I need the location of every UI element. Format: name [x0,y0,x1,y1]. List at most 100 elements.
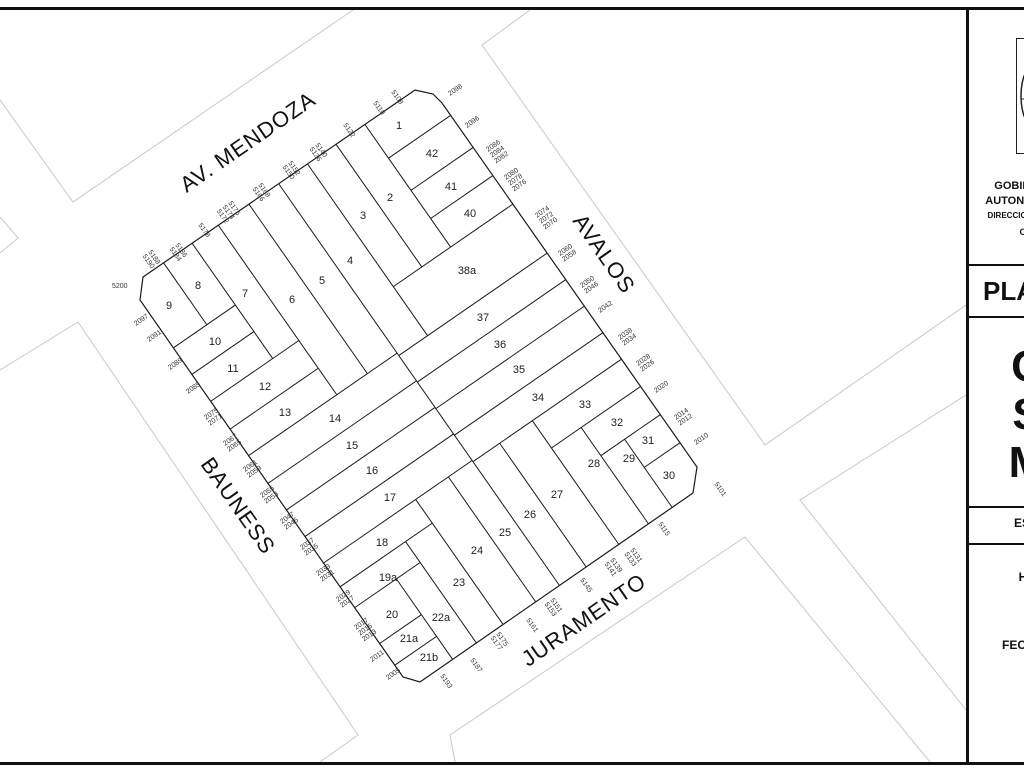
lot-number[interactable]: 22a [432,612,451,624]
address-number-avalos: 20502046 [579,275,600,295]
lot-number[interactable]: 16 [366,465,378,477]
lot-boundary-line [306,163,428,336]
lot-boundary-line [430,175,494,219]
lot-number[interactable]: 38a [458,265,477,277]
lot-number[interactable]: 30 [663,470,675,482]
lot-number[interactable]: 26 [524,509,536,521]
neighbor-block-west [0,216,19,254]
lot-boundary-line [454,332,604,436]
lot-number[interactable]: 40 [464,208,476,220]
lot-boundary-line [163,262,208,326]
lot-number[interactable]: 5 [319,275,325,287]
address-number-avalos: 20382034 [617,327,638,347]
lot-number[interactable]: 35 [513,364,525,376]
lot-number[interactable]: 21a [400,633,419,645]
neighbor-block-southwest [0,321,359,763]
lot-number[interactable]: 41 [445,181,457,193]
gov-line-4: O [978,227,1024,237]
lot-boundary-line [323,460,473,564]
neighbor-block-northeast [481,9,966,446]
lot-number[interactable]: 7 [242,288,248,300]
lot-number[interactable]: 42 [426,148,438,160]
lot-number[interactable]: 37 [477,312,489,324]
lot-number[interactable]: 14 [329,413,341,425]
lot-boundary-line [394,635,437,666]
lot-number[interactable]: 36 [494,339,506,351]
lot-number[interactable]: 27 [551,489,563,501]
lot-boundary-line [388,114,452,159]
address-number-juramento: 51755177 [489,631,509,652]
lot-number[interactable]: 33 [579,399,591,411]
address-number-avalos: 2098 [447,83,464,98]
lot-number[interactable]: 8 [195,280,201,292]
lot-boundary-line [210,340,300,402]
address-number-juramento: 5145 [578,577,593,594]
lot-number[interactable]: 20 [386,609,398,621]
address-number-juramento: 5187 [468,657,483,674]
address-number: 5101 [712,481,727,498]
date-label: FEC [1002,638,1024,652]
lot-number[interactable]: 2 [387,192,393,204]
address-number-avalos: 2010 [693,432,710,447]
lot-number[interactable]: 31 [642,435,654,447]
lot-boundary-line [398,252,548,356]
lot-number[interactable]: 29 [623,453,635,465]
divider [969,264,1024,266]
lot-boundary-line [531,420,620,545]
lot-number[interactable]: 13 [279,407,291,419]
lot-boundary-line [335,143,423,268]
title-letter-3: M [982,438,1024,488]
lot-boundary-line [339,522,433,588]
address-number: 5200 [112,283,128,290]
frame-border-bottom [0,762,1024,765]
address-number: 2010 [693,432,710,447]
lot-boundary-line [379,614,422,644]
lot-number[interactable]: 10 [209,336,221,348]
lot-number[interactable]: 6 [289,294,295,306]
lot-number[interactable]: 11 [227,363,238,375]
lot-number[interactable]: 32 [611,417,623,429]
address-number-juramento: 51515153 [543,597,563,618]
lot-boundary-line [248,203,368,374]
address-number: 2042 [597,300,614,315]
lot-number[interactable]: 1 [396,120,402,132]
address-number: 5193 [438,673,453,690]
divider [969,543,1024,545]
lot-number[interactable]: 12 [259,381,271,393]
lot-number[interactable]: 19a [379,572,398,584]
divider [969,316,1024,318]
lot-boundary-line [304,433,454,537]
lot-number[interactable]: 24 [471,545,483,557]
lot-number[interactable]: 34 [532,392,544,404]
lot-boundary-line [217,224,338,396]
lot-number[interactable]: 21b [420,652,438,664]
lot-number[interactable]: 18 [376,537,388,549]
lot-number[interactable]: 3 [360,210,366,222]
lot-number[interactable]: 9 [166,300,172,312]
title-letter-1: C [982,342,1024,392]
lot-boundary-line [435,305,585,410]
address-number-bauness: 2091 [146,329,163,344]
lot-number[interactable]: 4 [347,255,353,267]
lot-number[interactable]: 23 [453,577,465,589]
lot-boundaries [163,114,681,666]
lot-number[interactable]: 17 [384,492,396,504]
address-number-avalos: 208620842082 [485,139,510,165]
address-number-avalos: 20282026 [635,353,656,373]
lot-boundary-line [405,541,477,644]
lot-boundary-line [248,352,398,457]
address-number-avalos: 20142012 [673,407,694,427]
lot-number[interactable]: 28 [588,458,600,470]
lot-boundary-line [643,442,681,468]
address-number-juramento: 5161 [524,617,539,634]
address-number-juramento: 5101 [712,481,727,498]
neighbor-block-east [799,394,966,711]
lot-boundary-line [229,367,319,430]
lot-number[interactable]: 25 [499,527,511,539]
address-number-avalos: 207420722070 [534,205,559,231]
lot-boundary-line [172,304,236,349]
address-number-avalos: 20602058 [557,243,578,263]
address-number: 5115 [656,521,670,537]
lot-number[interactable]: 15 [346,440,358,452]
